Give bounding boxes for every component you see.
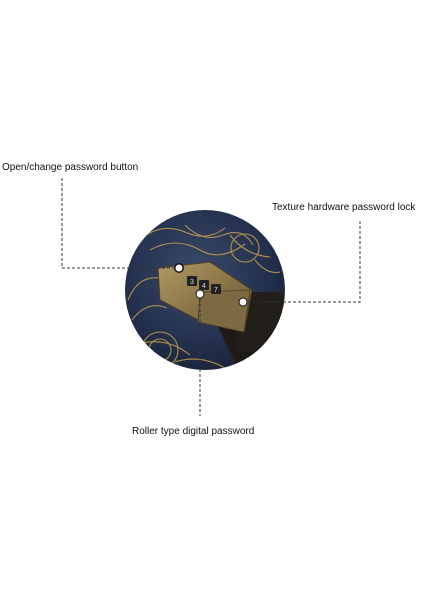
leader-line-open-change (61, 178, 175, 269)
brass-lock-body (157, 261, 253, 333)
lock-photo: 3 4 7 (125, 210, 285, 370)
roller-wheels: 3 4 7 (187, 276, 221, 294)
anchor-dot-roller (195, 289, 205, 299)
roller-digit-3: 7 (214, 287, 218, 294)
leader-line-texture (240, 221, 361, 303)
anchor-dot-open-change (174, 263, 184, 273)
roller-digit-2: 4 (202, 283, 206, 290)
roller-password-label: Roller type digital password (132, 426, 255, 437)
anchor-dot-texture (238, 297, 248, 307)
roller-digit-1: 3 (190, 279, 194, 286)
open-change-password-label: Open/change password button (2, 162, 139, 173)
texture-lock-label: Texture hardware password lock (272, 202, 416, 213)
